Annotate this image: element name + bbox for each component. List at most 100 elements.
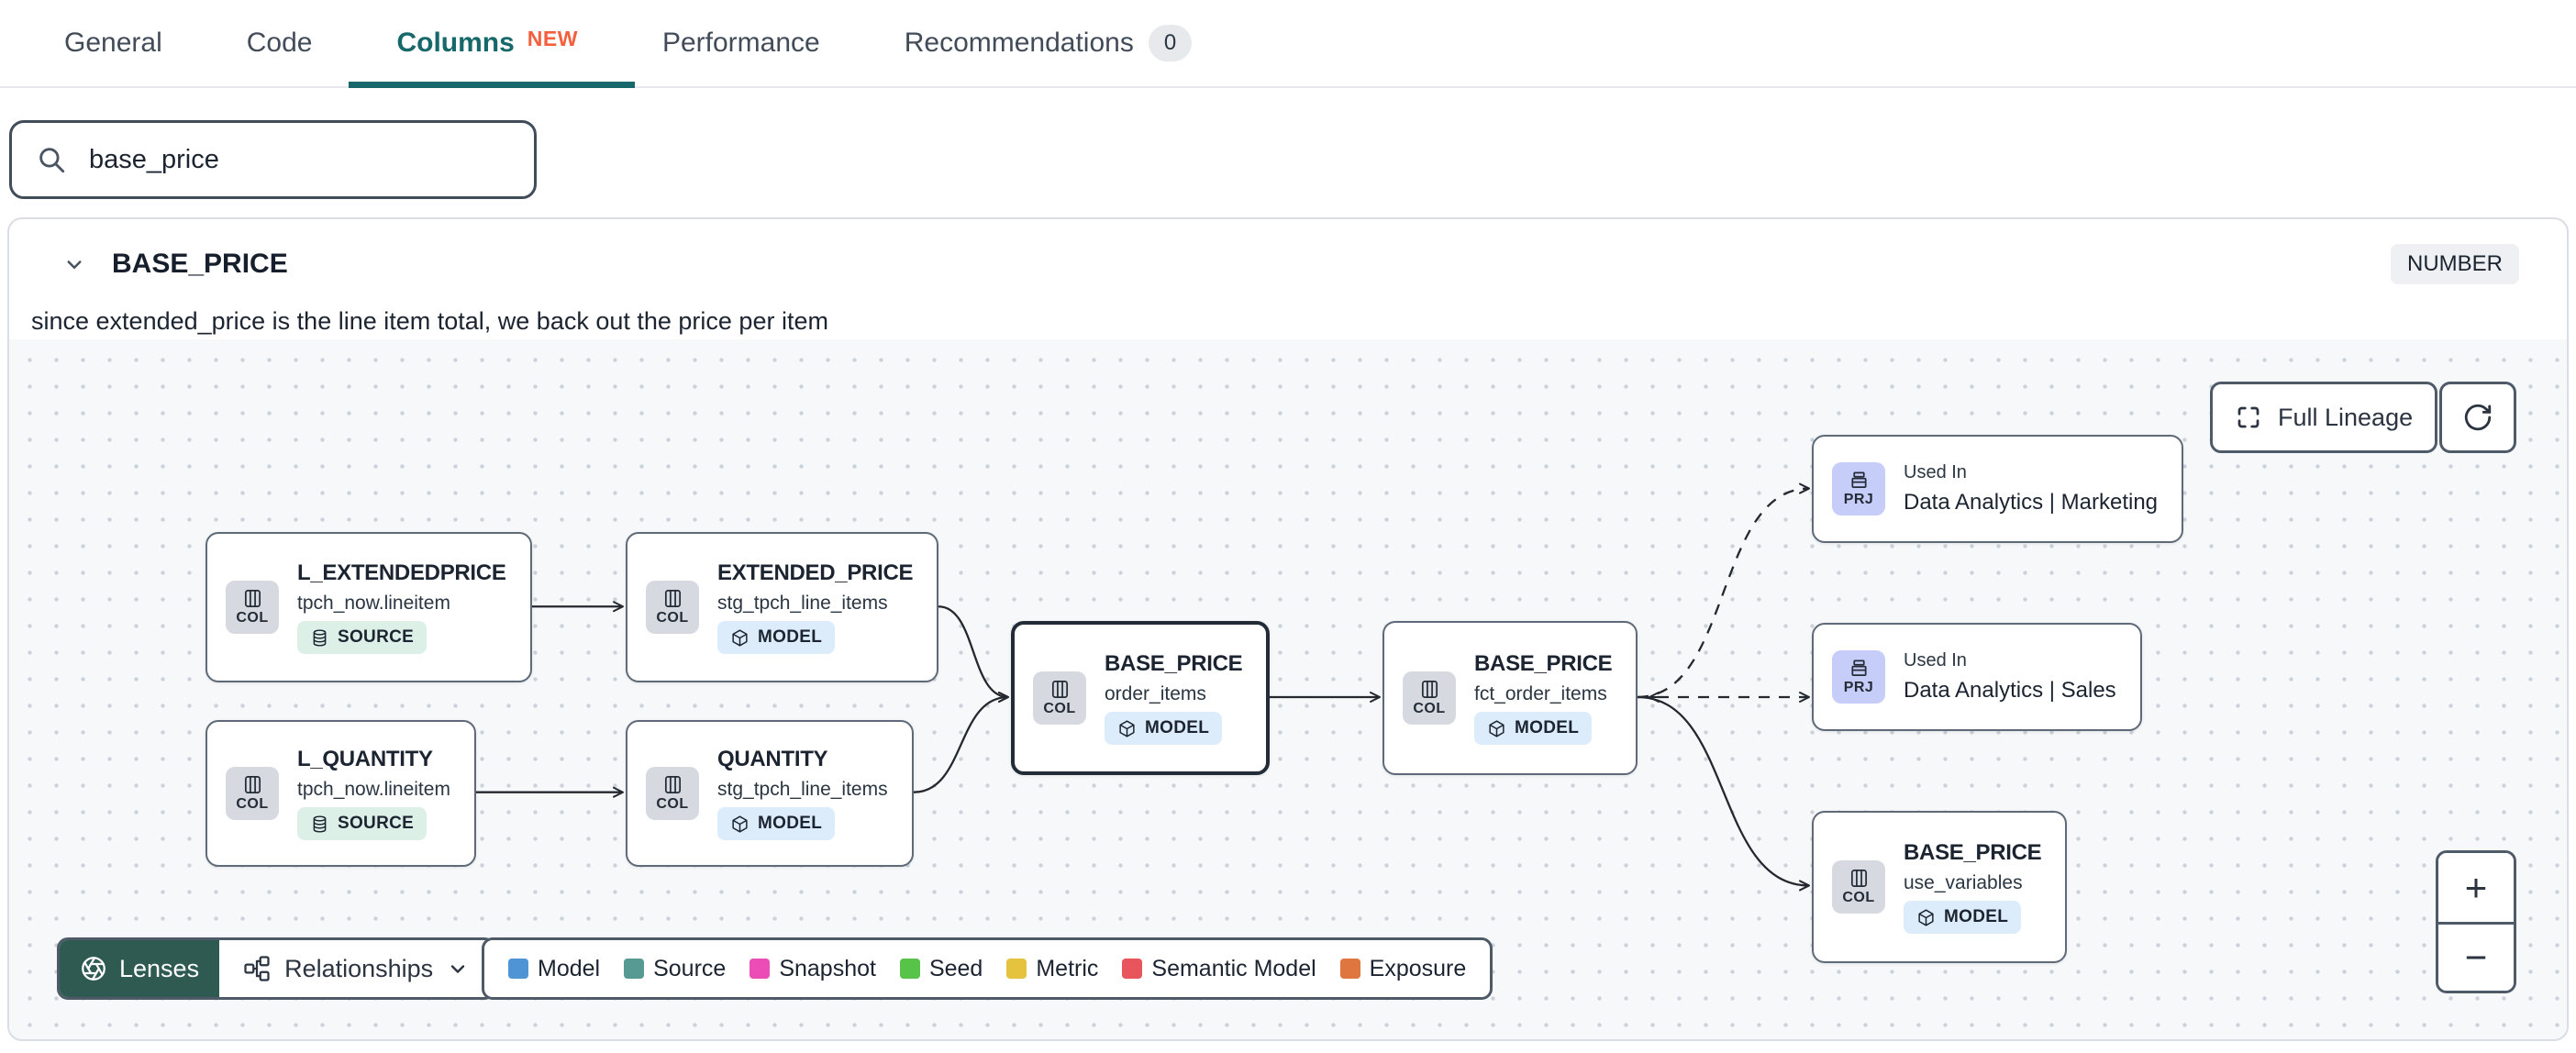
cube-icon: [1918, 908, 1934, 926]
project-iconbox: PRJ: [1832, 462, 1885, 515]
node-subtitle: stg_tpch_line_items: [717, 779, 888, 800]
node-title: Used In: [1904, 462, 1967, 482]
node-kind-label: COL: [1413, 701, 1446, 716]
node-kind-label: COL: [1842, 890, 1875, 905]
legend-label: Metric: [1036, 955, 1099, 981]
tab-performance[interactable]: Performance: [662, 0, 820, 86]
lineage-node-used-in-marketing[interactable]: PRJ Used In Data Analytics | Marketing: [1812, 435, 2184, 543]
columns-icon: [1421, 681, 1438, 698]
legend-label: Semantic Model: [1151, 955, 1316, 981]
legend-swatch: [508, 959, 528, 979]
project-icon: [1850, 471, 1867, 489]
tab-label: Columns: [396, 28, 515, 58]
refresh-icon: [2464, 404, 2492, 431]
legend-label: Model: [538, 955, 601, 981]
columns-icon: [244, 776, 261, 793]
node-subtitle: stg_tpch_line_items: [717, 593, 888, 614]
column-iconbox: COL: [646, 767, 699, 820]
collapse-toggle[interactable]: [61, 250, 88, 278]
node-badge-model: MODEL: [1904, 901, 2022, 934]
legend-item-source: Source: [624, 956, 726, 982]
database-icon: [313, 628, 327, 647]
aperture-icon: [82, 957, 105, 981]
column-iconbox: COL: [226, 581, 279, 634]
node-badge-source: SOURCE: [297, 807, 427, 840]
node-badge-model: MODEL: [717, 621, 836, 654]
legend-item-exposure: Exposure: [1339, 955, 1467, 982]
column-search: [9, 120, 537, 199]
cube-icon: [732, 815, 748, 833]
node-subtitle: fct_order_items: [1474, 683, 1607, 704]
cube-icon: [1119, 719, 1135, 737]
legend-swatch: [899, 959, 920, 979]
node-subtitle: order_items: [1105, 683, 1206, 704]
columns-icon: [244, 590, 261, 607]
full-lineage-label: Full Lineage: [2278, 403, 2414, 431]
zoom-controls: + −: [2436, 850, 2516, 993]
legend-label: Seed: [928, 955, 983, 981]
lineage-node-used-in-sales[interactable]: PRJ Used In Data Analytics | Sales: [1812, 623, 2142, 731]
tab-label: General: [64, 28, 162, 58]
node-subtitle: Data Analytics | Sales: [1904, 678, 2116, 703]
node-subtitle: use_variables: [1904, 872, 2023, 893]
lineage-edge: [1637, 695, 1810, 892]
project-iconbox: PRJ: [1832, 650, 1885, 704]
legend-item-model: Model: [508, 956, 600, 982]
lineage-edge: [913, 692, 1009, 793]
column-iconbox: COL: [646, 581, 699, 634]
lenses-button[interactable]: Lenses: [60, 940, 220, 997]
legend-swatch: [1339, 959, 1360, 979]
relationships-dropdown[interactable]: Relationships: [219, 940, 493, 997]
node-kind-label: PRJ: [1843, 492, 1874, 507]
column-header: BASE_PRICE NUMBER: [9, 219, 2567, 294]
legend-label: Source: [653, 955, 727, 981]
resource-legend: Model Source Snapshot Seed Metric Semantic Mo…: [482, 937, 1493, 1000]
node-kind-label: COL: [236, 610, 269, 626]
node-badge-model: MODEL: [717, 807, 836, 840]
project-icon: [1850, 660, 1867, 677]
legend-item-snapshot: Snapshot: [749, 956, 876, 982]
node-kind-label: PRJ: [1843, 680, 1874, 695]
zoom-in-button[interactable]: +: [2438, 853, 2514, 922]
relationships-icon: [244, 956, 270, 981]
chevron-down-icon: [67, 260, 82, 269]
column-iconbox: COL: [1832, 860, 1885, 914]
node-title: EXTENDED_PRICE: [717, 560, 914, 585]
tab-label: Code: [246, 28, 313, 58]
tab-general[interactable]: General: [64, 0, 162, 86]
node-title: BASE_PRICE: [1474, 651, 1613, 676]
legend-swatch: [749, 959, 771, 979]
columns-icon: [664, 776, 681, 793]
legend-label: Snapshot: [779, 955, 876, 981]
legend-label: Exposure: [1369, 955, 1467, 981]
node-kind-label: COL: [236, 796, 269, 812]
node-title: Used In: [1904, 650, 1967, 671]
column-iconbox: COL: [226, 767, 279, 820]
lineage-edge: [1637, 482, 1810, 699]
legend-swatch: [624, 959, 645, 979]
zoom-out-button[interactable]: −: [2438, 922, 2514, 991]
columns-icon: [1051, 681, 1068, 698]
search-input[interactable]: [87, 143, 510, 176]
node-badge-model: MODEL: [1105, 712, 1223, 745]
count-badge: 0: [1148, 25, 1193, 61]
tab-code[interactable]: Code: [247, 0, 313, 86]
refresh-button[interactable]: [2439, 382, 2516, 453]
node-badge-source: SOURCE: [297, 621, 427, 654]
lenses-label: Lenses: [119, 954, 200, 982]
full-lineage-button[interactable]: Full Lineage: [2210, 382, 2438, 453]
node-subtitle: Data Analytics | Marketing: [1904, 490, 2159, 515]
cube-icon: [732, 628, 748, 647]
node-kind-label: COL: [656, 796, 689, 812]
